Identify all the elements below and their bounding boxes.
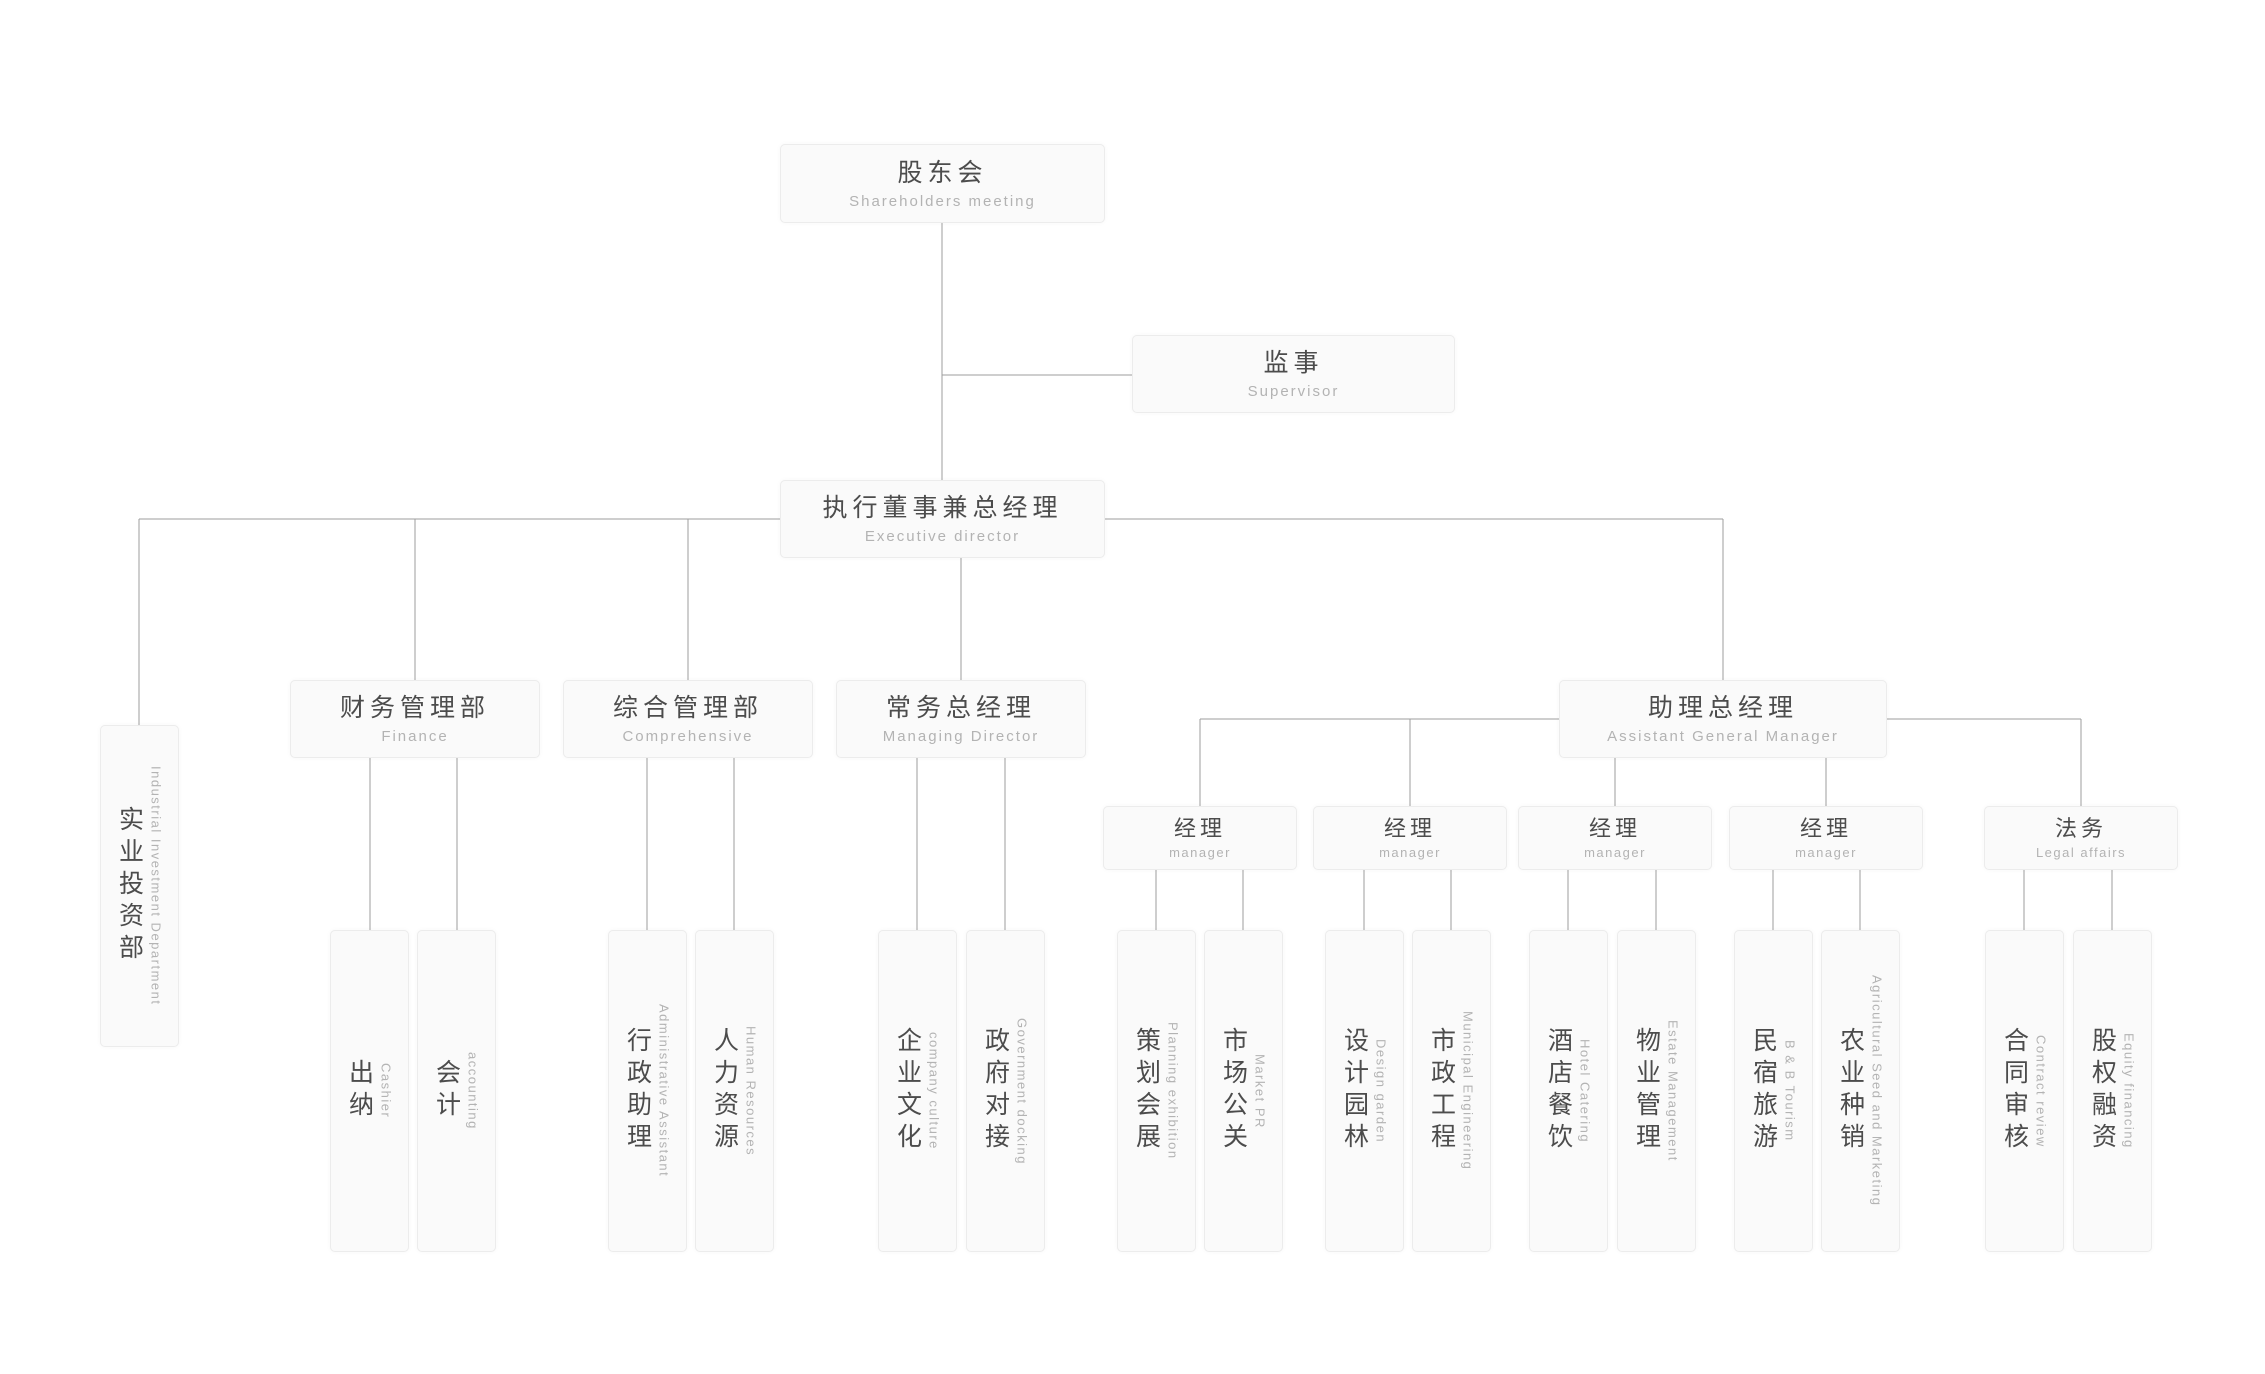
- org-node-government-docking: 政府对接 Government docking: [966, 930, 1045, 1252]
- org-node-finance: 财务管理部 Finance: [290, 680, 540, 758]
- org-node-industrial-investment: 实业投资部 Industrial Investment Department: [100, 725, 179, 1047]
- node-subtitle: manager: [1169, 845, 1231, 861]
- node-title: 酒店餐饮: [1544, 1027, 1573, 1155]
- org-node-executive-director: 执行董事兼总经理 Executive director: [780, 480, 1105, 558]
- node-subtitle: Municipal Engineering: [1460, 1011, 1476, 1171]
- node-subtitle: manager: [1584, 845, 1646, 861]
- org-node-manager-3: 经理 manager: [1518, 806, 1712, 870]
- node-title: 经理: [1799, 815, 1852, 841]
- node-subtitle: Assistant General Manager: [1607, 728, 1839, 745]
- node-title: 实业投资部: [115, 806, 144, 966]
- node-title: 农业种销: [1836, 1027, 1865, 1155]
- node-title: 经理: [1588, 815, 1641, 841]
- node-subtitle: manager: [1795, 845, 1857, 861]
- node-title: 出纳: [345, 1059, 374, 1123]
- org-node-agricultural-seed: 农业种销 Agricultural Seed and Marketing: [1821, 930, 1900, 1252]
- org-node-supervisor: 监事 Supervisor: [1132, 335, 1455, 413]
- org-node-assistant-general-manager: 助理总经理 Assistant General Manager: [1559, 680, 1887, 758]
- org-node-municipal-engineering: 市政工程 Municipal Engineering: [1412, 930, 1491, 1252]
- node-subtitle: Supervisor: [1247, 383, 1340, 400]
- node-title: 综合管理部: [612, 694, 763, 722]
- org-node-shareholders: 股东会 Shareholders meeting: [780, 144, 1105, 223]
- org-node-design-garden: 设计园林 Design garden: [1325, 930, 1404, 1252]
- node-title: 法务: [2054, 815, 2107, 841]
- node-subtitle: Human Resources: [743, 1025, 759, 1157]
- node-subtitle: Industrial Investment Department: [148, 766, 164, 1006]
- node-subtitle: Executive director: [864, 528, 1021, 545]
- node-subtitle: Estate Management: [1665, 1020, 1681, 1162]
- org-node-planning-exhibition: 策划会展 Planning exhibition: [1117, 930, 1196, 1252]
- node-subtitle: Managing Director: [882, 728, 1040, 745]
- node-subtitle: company culture: [926, 1032, 942, 1150]
- org-node-company-culture: 企业文化 company culture: [878, 930, 957, 1252]
- node-title: 会计: [432, 1059, 461, 1123]
- org-node-human-resources: 人力资源 Human Resources: [695, 930, 774, 1252]
- org-node-market-pr: 市场公关 Market PR: [1204, 930, 1283, 1252]
- node-title: 市场公关: [1219, 1027, 1248, 1155]
- node-subtitle: Equity financing: [2121, 1033, 2137, 1149]
- node-title: 设计园林: [1340, 1027, 1369, 1155]
- node-subtitle: Design garden: [1373, 1038, 1389, 1144]
- org-node-hotel-catering: 酒店餐饮 Hotel Catering: [1529, 930, 1608, 1252]
- org-node-manager-4: 经理 manager: [1729, 806, 1923, 870]
- node-title: 监事: [1263, 349, 1324, 377]
- node-subtitle: Planning exhibition: [1165, 1022, 1181, 1160]
- node-title: 经理: [1173, 815, 1226, 841]
- org-node-admin-assistant: 行政助理 Administrative Assistant: [608, 930, 687, 1252]
- org-node-contract-review: 合同审核 Contract review: [1985, 930, 2064, 1252]
- node-subtitle: Government docking: [1014, 1017, 1030, 1165]
- node-subtitle: Cashier: [378, 1063, 394, 1119]
- node-title: 执行董事兼总经理: [822, 494, 1063, 522]
- node-subtitle: accounting: [465, 1052, 481, 1130]
- org-node-managing-director: 常务总经理 Managing Director: [836, 680, 1086, 758]
- node-subtitle: Market PR: [1252, 1053, 1268, 1129]
- node-title: 物业管理: [1632, 1027, 1661, 1155]
- node-title: 股权融资: [2088, 1027, 2117, 1155]
- org-node-comprehensive: 综合管理部 Comprehensive: [563, 680, 813, 758]
- node-title: 股东会: [897, 158, 988, 187]
- org-node-bnb-tourism: 民宿旅游 B & B Tourism: [1734, 930, 1813, 1252]
- node-subtitle: Administrative Assistant: [656, 1004, 672, 1178]
- org-node-manager-2: 经理 manager: [1313, 806, 1507, 870]
- org-node-legal-affairs: 法务 Legal affairs: [1984, 806, 2178, 870]
- node-subtitle: Shareholders meeting: [849, 192, 1036, 210]
- node-title: 企业文化: [893, 1027, 922, 1155]
- node-subtitle: manager: [1379, 845, 1441, 861]
- node-subtitle: Contract review: [2033, 1034, 2049, 1148]
- node-subtitle: B & B Tourism: [1782, 1040, 1798, 1142]
- node-title: 财务管理部: [339, 694, 490, 722]
- org-node-manager-1: 经理 manager: [1103, 806, 1297, 870]
- org-node-cashier: 出纳 Cashier: [330, 930, 409, 1252]
- org-node-estate-management: 物业管理 Estate Management: [1617, 930, 1696, 1252]
- node-subtitle: Hotel Catering: [1577, 1038, 1593, 1144]
- org-node-accounting: 会计 accounting: [417, 930, 496, 1252]
- node-title: 常务总经理: [885, 694, 1036, 722]
- node-title: 策划会展: [1132, 1027, 1161, 1155]
- node-title: 民宿旅游: [1749, 1027, 1778, 1155]
- node-title: 合同审核: [2000, 1027, 2029, 1155]
- node-title: 人力资源: [710, 1027, 739, 1155]
- node-title: 政府对接: [981, 1027, 1010, 1155]
- node-title: 市政工程: [1427, 1027, 1456, 1155]
- node-subtitle: Finance: [381, 728, 449, 745]
- node-title: 经理: [1383, 815, 1436, 841]
- node-subtitle: Agricultural Seed and Marketing: [1869, 975, 1885, 1207]
- node-title: 助理总经理: [1647, 694, 1798, 722]
- node-title: 行政助理: [623, 1027, 652, 1155]
- org-node-equity-financing: 股权融资 Equity financing: [2073, 930, 2152, 1252]
- node-subtitle: Legal affairs: [2035, 845, 2127, 861]
- node-subtitle: Comprehensive: [622, 728, 754, 745]
